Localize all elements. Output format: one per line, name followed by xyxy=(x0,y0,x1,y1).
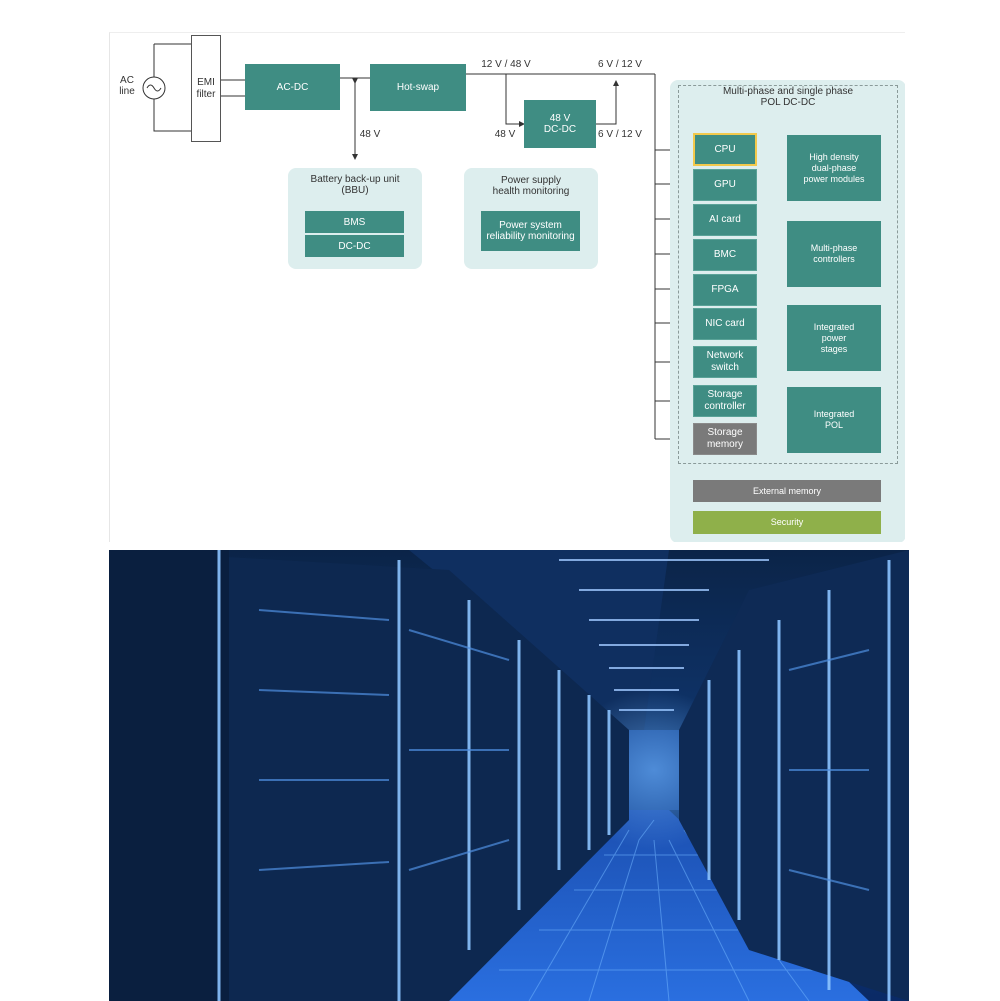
dcdc-output-voltage-label: 6 V / 12 V xyxy=(598,129,642,140)
hot-swap-block: Hot-swap xyxy=(370,64,466,111)
psm-panel: Power supply health monitoring Power sys… xyxy=(464,168,598,269)
load-storage-controller: Storage controller xyxy=(693,385,757,417)
bus-voltage-label: 12 V / 48 V xyxy=(481,59,531,70)
load-bmc: BMC xyxy=(693,239,757,271)
psm-reliability-block: Power system reliability monitoring xyxy=(481,211,580,251)
module-integrated-power-stages: Integrated power stages xyxy=(787,305,881,371)
load-fpga: FPGA xyxy=(693,274,757,306)
emi-filter: EMI filter xyxy=(191,35,221,142)
load-storage-memory: Storage memory xyxy=(693,423,757,455)
bbu-title: Battery back-up unit (BBU) xyxy=(310,174,400,196)
pol-title: Multi-phase and single phase POL DC-DC xyxy=(722,86,854,108)
module-high-density: High density dual-phase power modules xyxy=(787,135,881,201)
module-integrated-pol: Integrated POL xyxy=(787,387,881,453)
bbu-panel: Battery back-up unit (BBU) BMS DC-DC xyxy=(288,168,422,269)
module-multiphase-controllers: Multi-phase controllers xyxy=(787,221,881,287)
pol-dashed-group xyxy=(678,85,898,464)
bbu-dcdc-block: DC-DC xyxy=(305,235,404,257)
ac-dc-block: AC-DC xyxy=(245,64,340,110)
server-corridor-image xyxy=(109,550,909,1001)
bbu-voltage-label: 48 V xyxy=(359,129,381,140)
power-architecture-diagram: AC line EMI filter AC-DC Hot-swap 12 V /… xyxy=(109,32,905,542)
external-memory-bar: External memory xyxy=(693,480,881,502)
psm-title: Power supply health monitoring xyxy=(492,175,570,197)
data-center-photo xyxy=(109,550,909,1001)
load-ai-card: AI card xyxy=(693,204,757,236)
security-bar: Security xyxy=(693,511,881,534)
pol-panel: Multi-phase and single phase POL DC-DC C… xyxy=(670,80,905,542)
bms-block: BMS xyxy=(305,211,404,233)
dcdc-48v-block: 48 V DC-DC xyxy=(524,100,596,148)
load-cpu: CPU xyxy=(693,133,757,166)
load-nic-card: NIC card xyxy=(693,308,757,340)
ac-line-label: AC line xyxy=(119,75,135,97)
output-voltage-top-label: 6 V / 12 V xyxy=(598,59,642,70)
load-network-switch: Network switch xyxy=(693,346,757,378)
dcdc-input-voltage-label: 48 V xyxy=(494,129,516,140)
load-gpu: GPU xyxy=(693,169,757,201)
